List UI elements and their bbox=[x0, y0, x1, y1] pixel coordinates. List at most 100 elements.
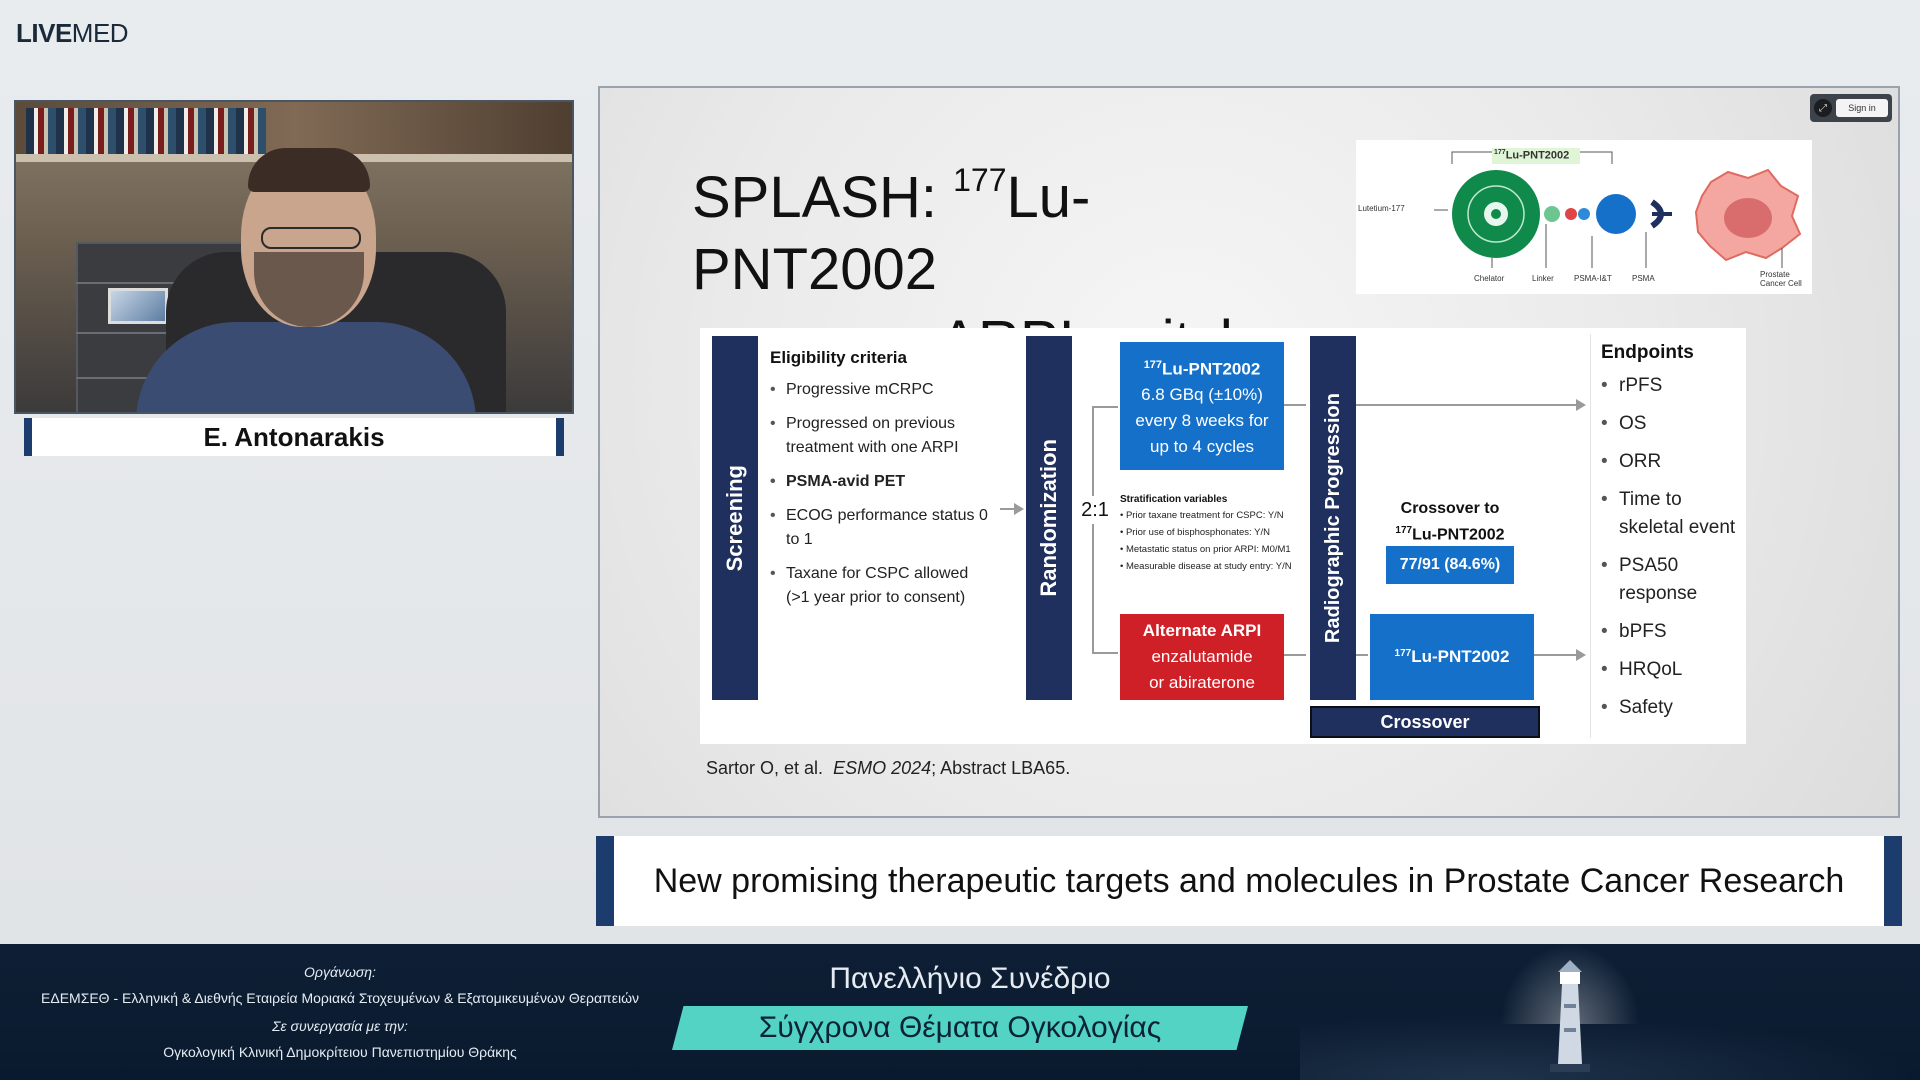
branch-line bbox=[1092, 652, 1118, 654]
arrow-head bbox=[1014, 503, 1024, 515]
zoom-control-icon[interactable]: ⤢ bbox=[1814, 99, 1832, 117]
strat-title: Stratification variables bbox=[1120, 494, 1228, 505]
strat-item: Metastatic status on prior ARPI: M0/M1 bbox=[1120, 541, 1296, 558]
arrow-line bbox=[1356, 654, 1368, 656]
randomization-ratio: 2:1 bbox=[1078, 496, 1112, 524]
strat-item: Measurable disease at study entry: Y/N bbox=[1120, 558, 1296, 575]
sign-in-button[interactable]: Sign in bbox=[1836, 99, 1888, 117]
linker-node bbox=[1544, 206, 1560, 222]
eligibility-item: Progressive mCRPC bbox=[770, 378, 990, 402]
cabinet-drawer bbox=[76, 282, 246, 284]
screening-column: Screening bbox=[712, 336, 758, 700]
event-name: Πανελλήνιο Συνέδριο bbox=[829, 962, 1111, 995]
event-theme: Σύγχρονα Θέματα Ογκολογίας bbox=[758, 1011, 1162, 1044]
conference-footer: Οργάνωση: ΕΔΕΜΣΕΘ - Ελληνική & Διεθνής Ε… bbox=[0, 944, 1920, 1080]
arm2-drug1: enzalutamide bbox=[1151, 647, 1253, 666]
eligibility-block: Eligibility criteria Progressive mCRPC P… bbox=[770, 348, 990, 620]
arrow-line bbox=[1284, 404, 1306, 406]
lutetium-nucleus bbox=[1491, 209, 1501, 219]
psma-label: PSMA bbox=[1632, 274, 1655, 283]
crossover-bar: Crossover bbox=[1310, 706, 1540, 738]
arm1-title: 177Lu-PNT2002 bbox=[1143, 358, 1261, 379]
endpoints-list: rPFS OS ORR Time to skeletal event PSA50… bbox=[1601, 372, 1740, 722]
orbit bbox=[1467, 185, 1525, 243]
lighthouse-icon bbox=[1550, 960, 1590, 1072]
mechanism-svg bbox=[1434, 148, 1802, 268]
arm1-schedule: every 8 weeks for bbox=[1135, 411, 1269, 431]
endpoints-title: Endpoints bbox=[1601, 342, 1694, 363]
arm2-title: Alternate ARPI bbox=[1142, 621, 1262, 640]
mech-top-label: 177Lu-PNT2002 bbox=[1494, 149, 1570, 162]
arrow-line bbox=[1356, 404, 1580, 406]
arrow-line bbox=[1534, 654, 1580, 656]
arrow-line bbox=[1284, 654, 1306, 656]
books bbox=[26, 108, 266, 154]
crossover-count: 77/91 (84.6%) bbox=[1386, 546, 1514, 584]
cabinet-drawer bbox=[76, 332, 246, 334]
endpoint-item: PSA50 response bbox=[1601, 552, 1740, 608]
alternate-arpi-arm: Alternate ARPI enzalutamide or abiratero… bbox=[1120, 614, 1284, 700]
logo-live: LIVE bbox=[16, 18, 72, 48]
screening-label: Screening bbox=[722, 464, 747, 572]
randomization-label: Randomization bbox=[1036, 439, 1061, 597]
strat-item: Prior taxane treatment for CSPC: Y/N bbox=[1120, 507, 1296, 524]
speaker-hair bbox=[248, 148, 370, 192]
speaker-nameplate: E. Antonarakis bbox=[24, 418, 564, 456]
strat-list: Prior taxane treatment for CSPC: Y/N Pri… bbox=[1120, 507, 1296, 575]
psma-it-label: PSMA-I&T bbox=[1574, 274, 1612, 283]
crossover-heading: Crossover to 177Lu-PNT2002 bbox=[1395, 500, 1505, 544]
eligibility-title: Eligibility criteria bbox=[770, 348, 907, 367]
presentation-slide: ⤢ Sign in SPLASH: 177Lu-PNT2002 vs. ARPI… bbox=[598, 86, 1900, 818]
collaboration-name: Ογκολογική Κλινική Δημοκρίτειου Πανεπιστ… bbox=[163, 1044, 517, 1060]
randomization-column: Randomization bbox=[1026, 336, 1072, 700]
endpoint-item: HRQoL bbox=[1601, 656, 1740, 684]
linker-label: Linker bbox=[1532, 274, 1554, 283]
mechanism-diagram: 177Lu-PNT2002 Lutetium-177 Chelator Link… bbox=[1356, 140, 1812, 294]
branch-line bbox=[1092, 406, 1118, 408]
arrow-head bbox=[1576, 649, 1586, 661]
framed-picture bbox=[108, 288, 168, 324]
speaker-video bbox=[14, 100, 574, 414]
title-drug: Lu-PNT2002 bbox=[692, 165, 1091, 302]
endpoint-item: Safety bbox=[1601, 694, 1740, 722]
arm2-drug2: or abiraterone bbox=[1149, 673, 1255, 692]
lutetium-label: Lutetium-177 bbox=[1358, 204, 1405, 213]
session-title: New promising therapeutic targets and mo… bbox=[653, 861, 1845, 900]
endpoint-item: Time to skeletal event bbox=[1601, 486, 1740, 542]
eligibility-item: PSMA-avid PET bbox=[770, 470, 990, 494]
speaker-glasses bbox=[261, 227, 361, 249]
linker-dot bbox=[1565, 208, 1577, 220]
endpoints-panel: Endpoints rPFS OS ORR Time to skeletal e… bbox=[1590, 334, 1740, 738]
session-title-banner: New promising therapeutic targets and mo… bbox=[596, 836, 1902, 926]
wave-decoration bbox=[1300, 1014, 1920, 1080]
speaker-body bbox=[136, 322, 476, 412]
stratification-block: Stratification variables Prior taxane tr… bbox=[1120, 494, 1296, 575]
endpoint-item: OS bbox=[1601, 410, 1740, 438]
lu-pnt2002-arm: 177Lu-PNT2002 6.8 GBq (±10%) every 8 wee… bbox=[1120, 342, 1284, 470]
label-bg bbox=[1492, 148, 1580, 164]
cell-nucleus bbox=[1724, 198, 1772, 238]
organizer-label: Οργάνωση: bbox=[304, 964, 376, 980]
title-sup: 177 bbox=[953, 162, 1007, 198]
arm1-dose: 6.8 GBq (±10%) bbox=[1141, 385, 1263, 405]
logo-med: MED bbox=[71, 18, 129, 48]
arrow-line bbox=[1000, 508, 1018, 510]
radiographic-progression-column: Radiographic Progression bbox=[1310, 336, 1356, 700]
strat-item: Prior use of bisphosphonates: Y/N bbox=[1120, 524, 1296, 541]
eligibility-item: ECOG performance status 0 to 1 bbox=[770, 504, 990, 552]
livemed-logo: LIVEMED bbox=[16, 18, 129, 49]
eligibility-item: Taxane for CSPC allowed (>1 year prior t… bbox=[770, 562, 990, 610]
branch-line bbox=[1092, 406, 1094, 654]
event-theme-banner: Σύγχρονα Θέματα Ογκολογίας bbox=[672, 1006, 1248, 1050]
title-prefix: SPLASH: bbox=[692, 165, 954, 230]
trial-design: Screening Eligibility criteria Progressi… bbox=[700, 328, 1746, 744]
eligibility-list: Progressive mCRPC Progressed on previous… bbox=[770, 378, 990, 610]
chelator-label: Chelator bbox=[1474, 274, 1505, 283]
arrow-head bbox=[1576, 399, 1586, 411]
psma-it bbox=[1596, 194, 1636, 234]
eligibility-item: Progressed on previous treatment with on… bbox=[770, 412, 990, 460]
endpoint-item: bPFS bbox=[1601, 618, 1740, 646]
zoom-control[interactable]: ⤢ Sign in bbox=[1810, 94, 1892, 122]
